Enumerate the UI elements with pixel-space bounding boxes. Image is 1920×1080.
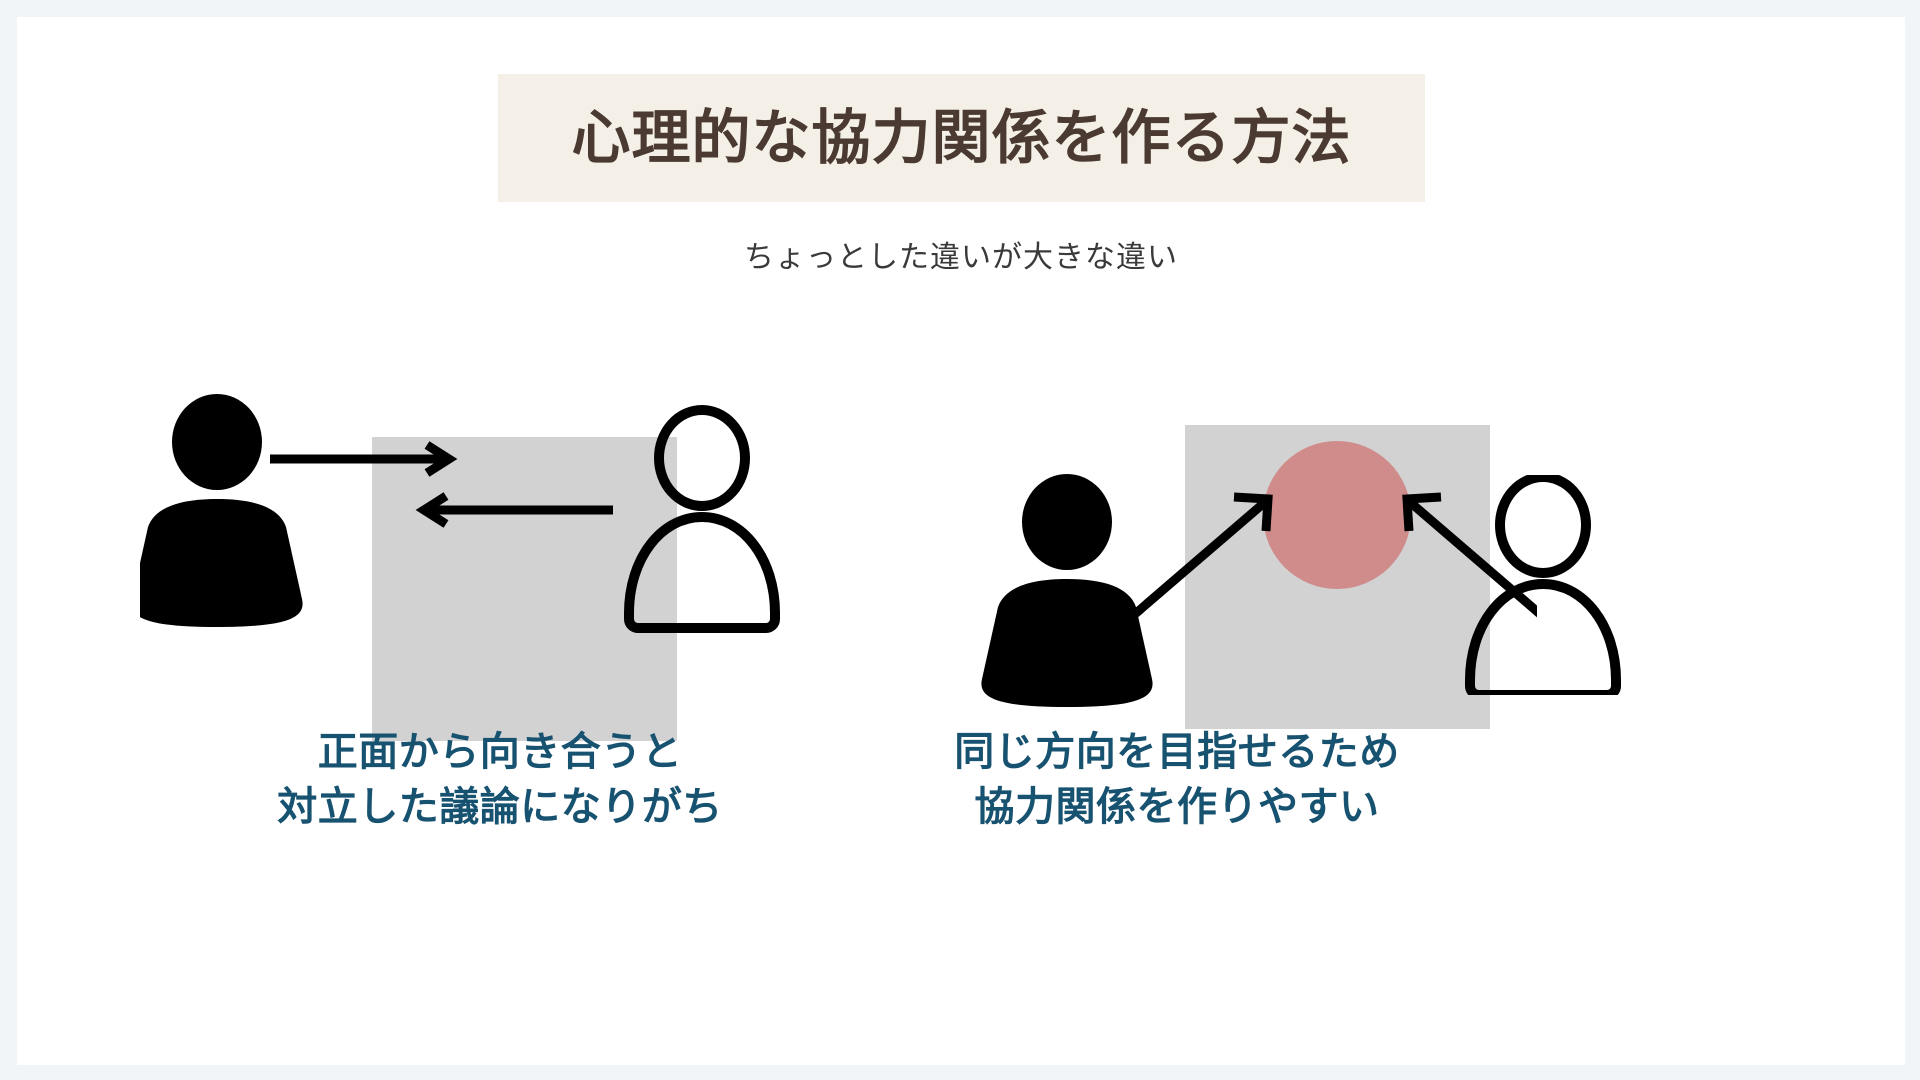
shared-goal-circle (1263, 441, 1411, 589)
arrow-right-icon (270, 441, 458, 477)
arrow-left-icon (415, 492, 613, 528)
caption-line-2: 対立した議論になりがち (277, 785, 723, 830)
person-outline-icon (624, 405, 780, 633)
page-subtitle: ちょっとした違いが大きな違い (744, 241, 1178, 274)
arrow-up-left-icon (1402, 492, 1537, 618)
title-highlight-block: 心理的な協力関係を作る方法 (498, 74, 1425, 202)
person-filled-icon (981, 474, 1153, 707)
diagram-confrontational (140, 327, 860, 747)
person-outline-icon (1465, 475, 1621, 695)
person-filled-icon (140, 394, 303, 627)
diagram-collaborative (817, 327, 1621, 747)
caption-line-2: 協力関係を作りやすい (974, 785, 1380, 830)
caption-collaborative: 同じ方向を目指せるため 協力関係を作りやすい (817, 725, 1537, 835)
panel-collaborative: 同じ方向を目指せるため 協力関係を作りやすい (817, 327, 1621, 829)
caption-line-1: 同じ方向を目指せるため (954, 730, 1400, 774)
slide-canvas: 心理的な協力関係を作る方法 ちょっとした違いが大きな違い (17, 17, 1905, 1065)
caption-confrontational: 正面から向き合うと 対立した議論になりがち (140, 725, 860, 835)
panel-confrontational: 正面から向き合うと 対立した議論になりがち (140, 327, 860, 829)
arrow-up-right-icon (1132, 492, 1273, 618)
page-title: 心理的な協力関係を作る方法 (571, 104, 1352, 171)
person-outline-icon-wrap (1465, 475, 1621, 695)
caption-line-1: 正面から向き合うと (317, 730, 683, 774)
